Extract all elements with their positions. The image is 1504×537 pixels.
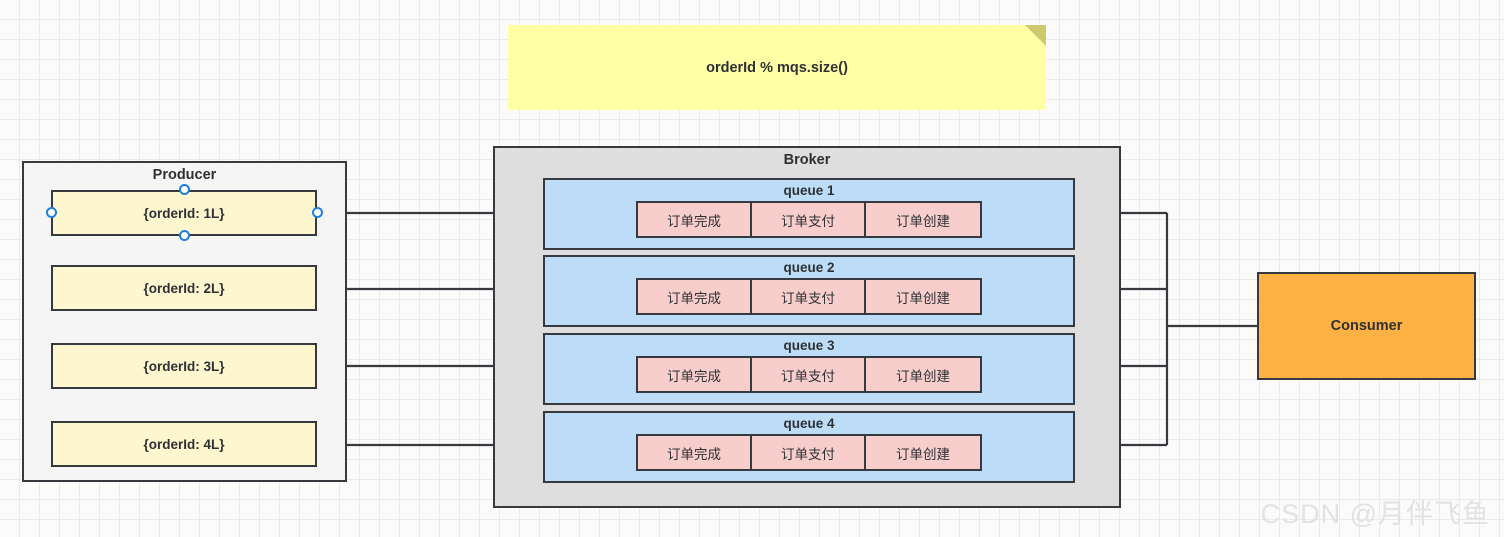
producer-message-4-label: {orderId: 4L} <box>143 436 225 452</box>
queue-1[interactable]: queue 1 订单完成 订单支付 订单创建 <box>543 178 1075 250</box>
queue-1-label: queue 1 <box>783 183 835 198</box>
queue-2-label: queue 2 <box>783 260 835 275</box>
queue-1-messages: 订单完成 订单支付 订单创建 <box>636 201 982 238</box>
queue-3-message-3[interactable]: 订单创建 <box>866 358 980 391</box>
note-fold-icon <box>1025 25 1046 46</box>
queue-1-message-1[interactable]: 订单完成 <box>638 203 752 236</box>
queue-4[interactable]: queue 4 订单完成 订单支付 订单创建 <box>543 411 1075 483</box>
consumer-container[interactable]: Consumer <box>1257 272 1476 380</box>
resize-handle-left[interactable] <box>46 207 57 218</box>
queue-3-message-2[interactable]: 订单支付 <box>752 358 866 391</box>
sticky-note[interactable]: orderId % mqs.size() <box>508 25 1046 110</box>
resize-handle-bottom[interactable] <box>179 230 190 241</box>
queue-3-messages: 订单完成 订单支付 订单创建 <box>636 356 982 393</box>
queue-4-message-1[interactable]: 订单完成 <box>638 436 752 469</box>
queue-3-message-1[interactable]: 订单完成 <box>638 358 752 391</box>
queue-2-message-3[interactable]: 订单创建 <box>866 280 980 313</box>
producer-title: Producer <box>152 167 217 183</box>
producer-message-2[interactable]: {orderId: 2L} <box>51 265 317 311</box>
queue-3[interactable]: queue 3 订单完成 订单支付 订单创建 <box>543 333 1075 405</box>
consumer-title: Consumer <box>1330 318 1403 334</box>
sticky-note-label: orderId % mqs.size() <box>706 59 848 76</box>
producer-message-3[interactable]: {orderId: 3L} <box>51 343 317 389</box>
queue-1-message-3[interactable]: 订单创建 <box>866 203 980 236</box>
watermark: CSDN @月伴飞鱼 <box>1260 499 1490 529</box>
producer-message-1-label: {orderId: 1L} <box>143 205 225 221</box>
queue-4-label: queue 4 <box>783 416 835 431</box>
producer-message-3-label: {orderId: 3L} <box>143 358 225 374</box>
broker-title: Broker <box>783 152 831 168</box>
queue-4-message-3[interactable]: 订单创建 <box>866 436 980 469</box>
producer-message-4[interactable]: {orderId: 4L} <box>51 421 317 467</box>
queue-4-message-2[interactable]: 订单支付 <box>752 436 866 469</box>
queue-2[interactable]: queue 2 订单完成 订单支付 订单创建 <box>543 255 1075 327</box>
queue-3-label: queue 3 <box>783 338 835 353</box>
queue-1-message-2[interactable]: 订单支付 <box>752 203 866 236</box>
queue-2-message-2[interactable]: 订单支付 <box>752 280 866 313</box>
queue-2-messages: 订单完成 订单支付 订单创建 <box>636 278 982 315</box>
resize-handle-right[interactable] <box>312 207 323 218</box>
resize-handle-top[interactable] <box>179 184 190 195</box>
queue-2-message-1[interactable]: 订单完成 <box>638 280 752 313</box>
queue-4-messages: 订单完成 订单支付 订单创建 <box>636 434 982 471</box>
producer-message-2-label: {orderId: 2L} <box>143 280 225 296</box>
